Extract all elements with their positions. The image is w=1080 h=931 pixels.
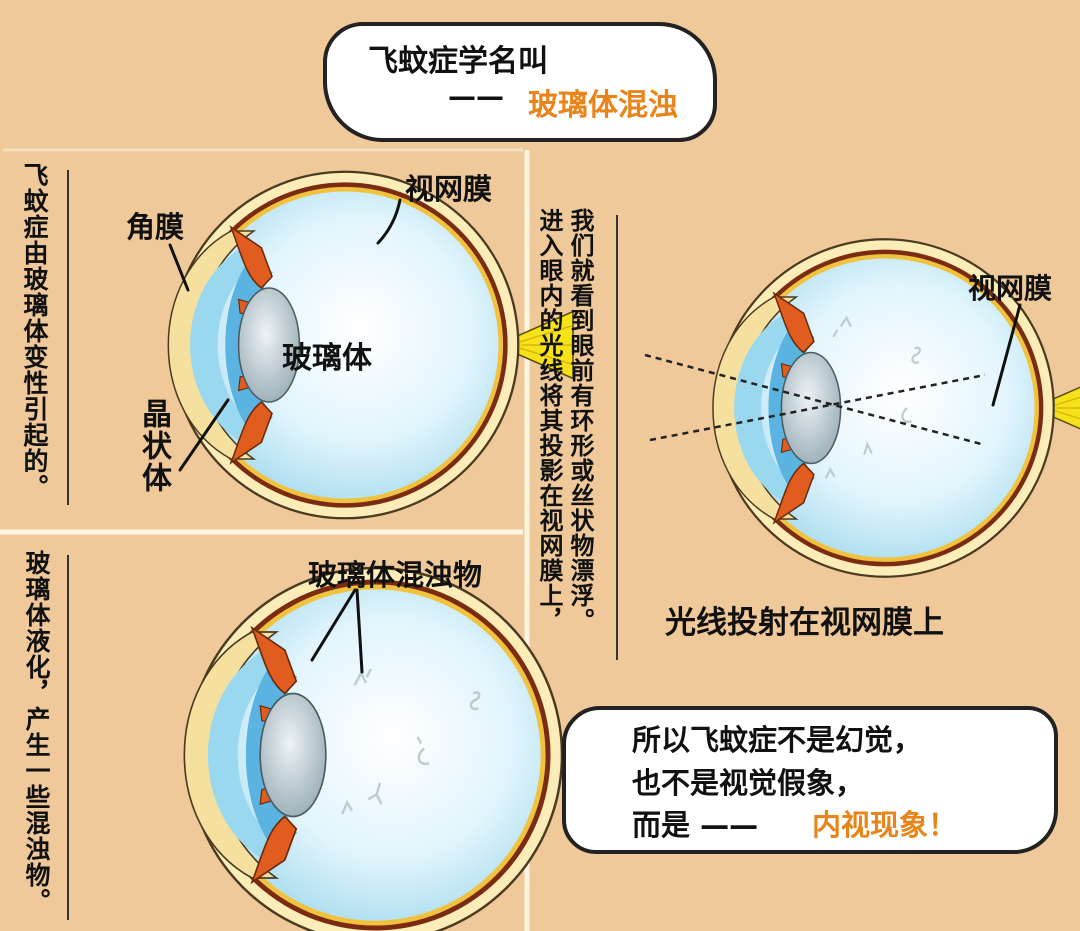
panel2-vertical-text: 玻璃体液化，产生一些混浊物。 xyxy=(22,550,51,914)
conclusion-line-3-highlight: 内视现象！ xyxy=(812,808,958,842)
label-cornea: 角膜 xyxy=(126,210,185,244)
panel3-vertical-text-col2: 进入眼内的光线将其投影在视网膜上， xyxy=(535,208,563,633)
caption-light-projection: 光线投射在视网膜上 xyxy=(665,605,944,641)
label-lens: 晶状体 xyxy=(136,398,171,494)
panel3-vertical-text-col1: 我们就看到眼前有环形或丝状物漂浮。 xyxy=(566,208,594,633)
label-retina-1: 视网膜 xyxy=(405,172,493,206)
title-bubble xyxy=(323,22,717,142)
eye-cross-section-3 xyxy=(711,238,1080,578)
light-rays xyxy=(644,353,986,447)
eye-cross-section-2 xyxy=(183,566,623,931)
conclusion-line-1: 所以飞蚊症不是幻觉， xyxy=(632,723,923,757)
title-line-1: 飞蚊症学名叫 xyxy=(368,44,548,79)
title-highlight: 玻璃体混浊 xyxy=(528,88,678,123)
label-retina-3: 视网膜 xyxy=(968,272,1053,305)
panel1-vertical-text: 飞蚊症由玻璃体变性引起的。 xyxy=(20,162,49,500)
conclusion-line-3-prefix: 而是 —— xyxy=(632,808,759,842)
title-dash: —— xyxy=(448,80,504,113)
conclusion-line-2: 也不是视觉假象， xyxy=(632,766,865,800)
label-vitreous: 玻璃体 xyxy=(282,341,372,376)
conclusion-bubble xyxy=(562,706,1058,854)
label-opacities: 玻璃体混浊物 xyxy=(308,558,483,592)
